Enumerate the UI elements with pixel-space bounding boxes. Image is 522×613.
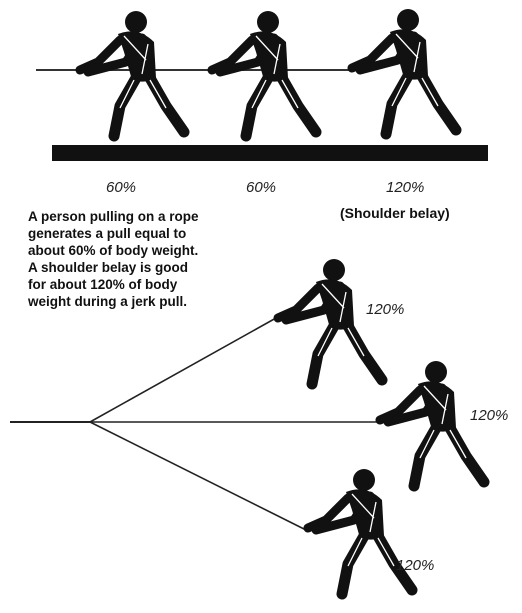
caption-line: A person pulling on a rope bbox=[28, 208, 278, 225]
anchor-label-middle: 120% bbox=[470, 407, 508, 424]
anchor-label-lower: 120% bbox=[396, 557, 434, 574]
top-puller-3 bbox=[352, 9, 456, 134]
top-label-3: 120% bbox=[386, 179, 424, 196]
top-puller-1 bbox=[80, 11, 184, 136]
top-label-2: 60% bbox=[246, 179, 276, 196]
anchor-label-upper: 120% bbox=[366, 301, 404, 318]
caption-line: about 60% of body weight. bbox=[28, 242, 278, 259]
ground-bar bbox=[52, 145, 488, 161]
top-label-1: 60% bbox=[106, 179, 136, 196]
caption-line: for about 120% of body bbox=[28, 276, 278, 293]
anchor-puller-upper bbox=[278, 259, 382, 384]
caption-line: weight during a jerk pull. bbox=[28, 293, 278, 310]
shoulder-belay-note: (Shoulder belay) bbox=[340, 205, 450, 221]
top-row: 60% 60% 120% (Shoulder belay) bbox=[36, 9, 488, 221]
anchor-puller-middle bbox=[380, 361, 484, 486]
caption-line: generates a pull equal to bbox=[28, 225, 278, 242]
rope-branch-lower bbox=[90, 422, 306, 530]
explanatory-caption: A person pulling on a rope generates a p… bbox=[28, 208, 278, 310]
top-puller-2 bbox=[212, 11, 316, 136]
anchor-puller-lower bbox=[308, 469, 412, 594]
caption-line: A shoulder belay is good bbox=[28, 259, 278, 276]
rope-branch-upper bbox=[90, 318, 276, 422]
